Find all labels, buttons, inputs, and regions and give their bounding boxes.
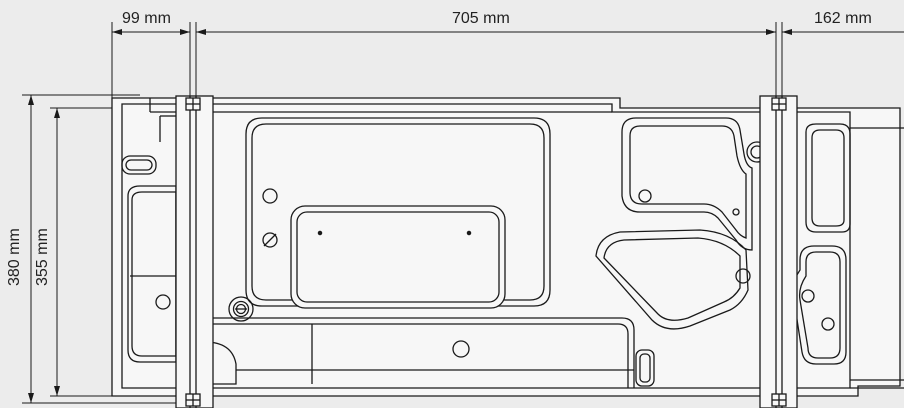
- dimension-lines: [22, 22, 904, 404]
- right-mounting-rail: [759, 95, 798, 408]
- upper-pocket: [245, 117, 551, 307]
- right-upper-pocket: [621, 117, 753, 251]
- dimension-total-height: 380 mm: [6, 228, 23, 286]
- drain-fitting-icon: [228, 296, 254, 322]
- inner-panel: [290, 205, 506, 309]
- dimension-rail-spacing: 705 mm: [452, 10, 510, 27]
- lower-channel: [204, 317, 655, 388]
- right-end-pockets: [746, 123, 851, 365]
- right-middle-pocket: [595, 229, 751, 330]
- dimension-inner-height: 355 mm: [34, 228, 51, 286]
- dimension-left-overhang: 99 mm: [122, 10, 171, 27]
- dimension-right-overhang: 162 mm: [814, 10, 872, 27]
- left-mounting-rail: [175, 95, 214, 408]
